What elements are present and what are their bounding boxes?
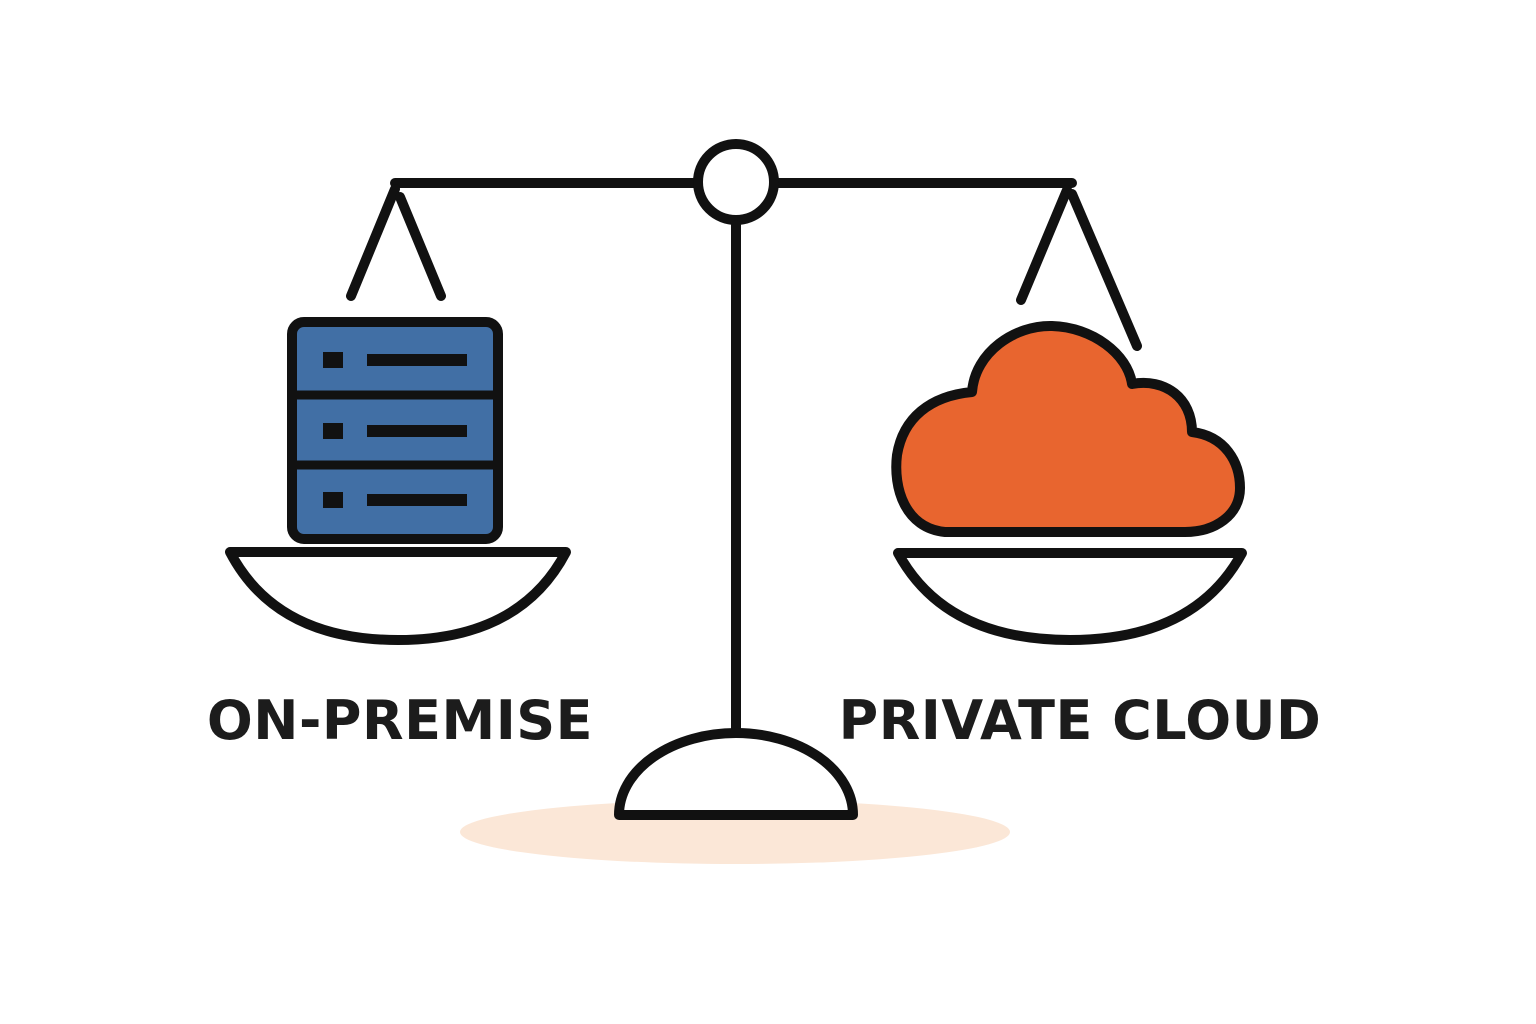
private-cloud-label: PRIVATE CLOUD (838, 689, 1322, 752)
left-hanger-outer (346, 184, 400, 301)
base-shadow (460, 800, 1010, 864)
scale-pivot (693, 139, 779, 225)
on-premise-label: ON-PREMISE (206, 689, 594, 752)
right-hanger-inner (1067, 189, 1142, 351)
server-rack-icon (287, 317, 503, 544)
left-hanger-inner (395, 192, 446, 301)
right-hanger-outer (1016, 185, 1072, 305)
left-pan (225, 547, 571, 645)
scale-base (614, 728, 858, 820)
right-pan (893, 548, 1247, 645)
cloud-icon (891, 320, 1245, 537)
